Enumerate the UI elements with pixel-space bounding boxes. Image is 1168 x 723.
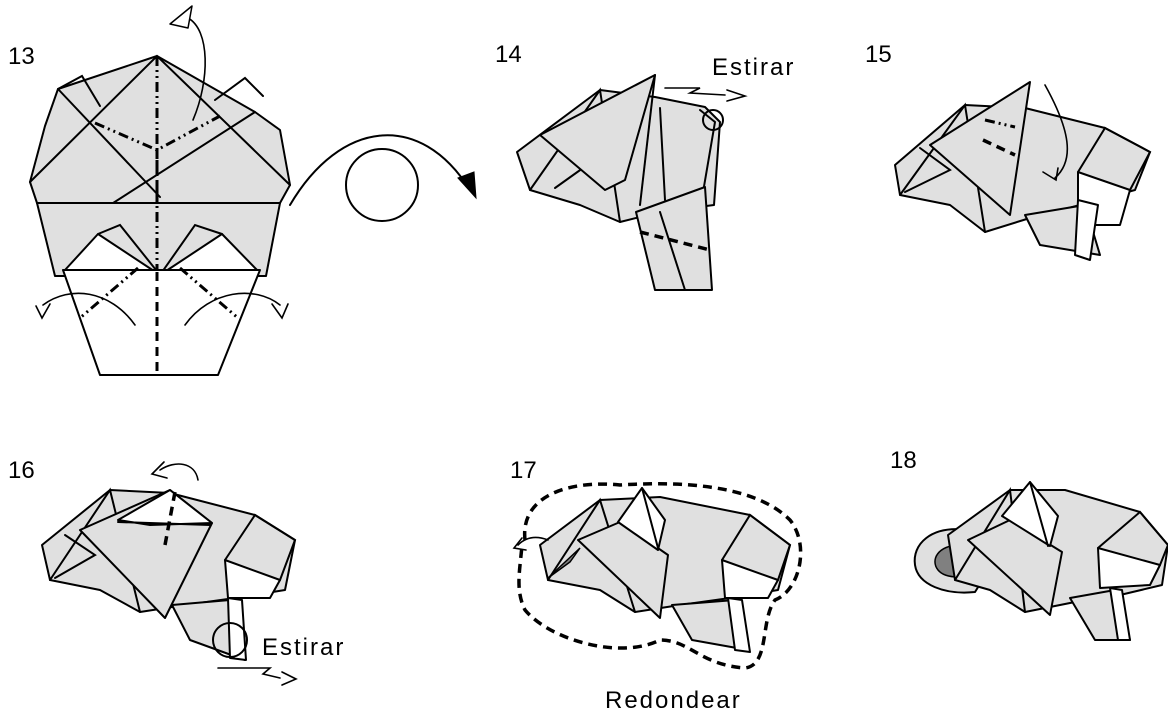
step-17-label: Redondear [605, 687, 742, 714]
pull-arrow-icon [665, 88, 725, 95]
step-18-number: 18 [890, 447, 917, 474]
step-13-number: 13 [8, 43, 35, 70]
arrow-head-icon [170, 6, 192, 28]
step-16: 16 Estirar [8, 457, 345, 685]
step-16-label: Estirar [262, 634, 345, 661]
step-14-label: Estirar [712, 54, 795, 81]
step-13: 13 [8, 6, 290, 375]
step-16-number: 16 [8, 457, 35, 484]
pull-arrow-icon [218, 668, 280, 678]
step-15-number: 15 [865, 41, 892, 68]
turn-over-icon [290, 135, 476, 221]
step-17: 17 Redondear [510, 457, 801, 714]
step-18: 18 [890, 447, 1168, 640]
step-15: 15 [865, 41, 1150, 260]
step-14: 14 Estirar [495, 41, 795, 290]
step-17-number: 17 [510, 457, 537, 484]
step-14-number: 14 [495, 41, 522, 68]
